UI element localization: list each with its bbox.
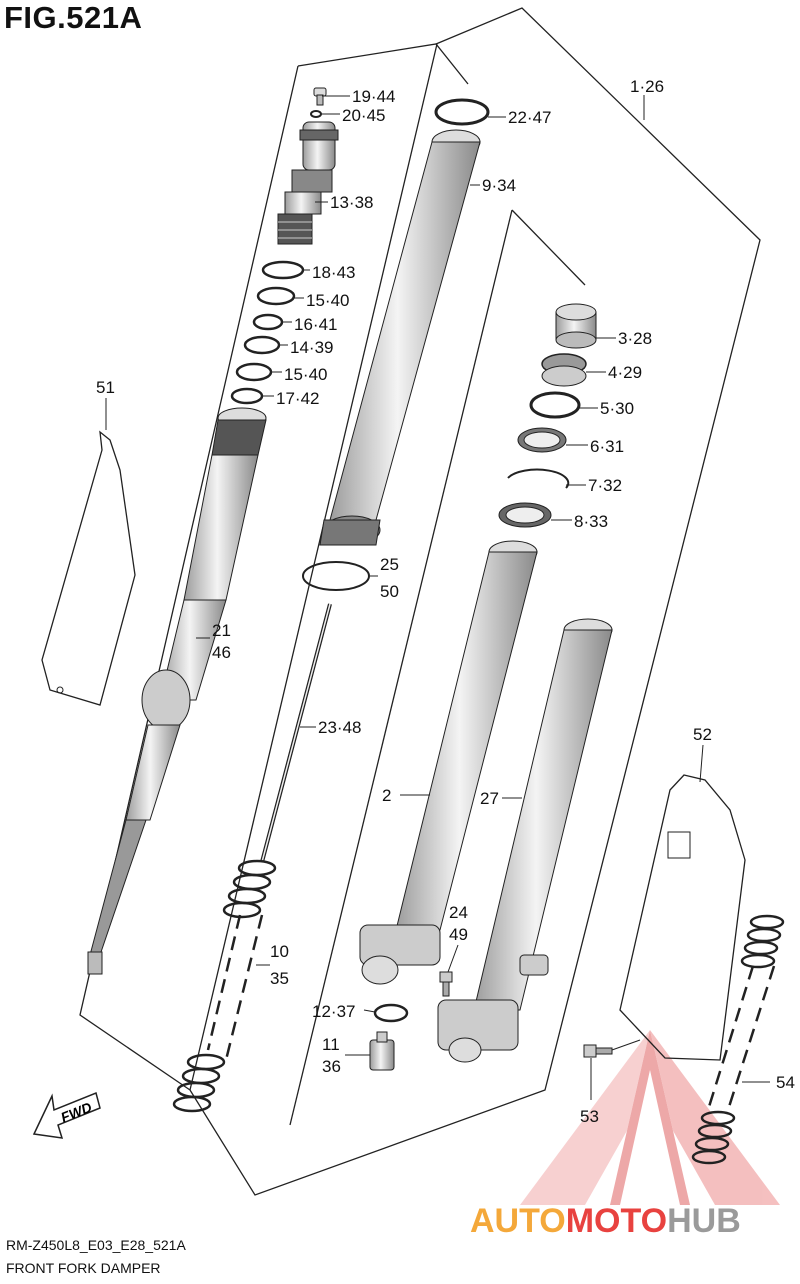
figure-title: FIG.521A bbox=[4, 0, 143, 35]
callout-4-29: 4·29 bbox=[608, 363, 642, 382]
part-bushings-3-8 bbox=[498, 303, 597, 528]
drawing-code: RM-Z450L8_E03_E28_521A bbox=[6, 1237, 186, 1253]
callout-52: 52 bbox=[693, 725, 712, 744]
callout-24: 24 bbox=[449, 903, 468, 922]
part-rod-23 bbox=[260, 603, 332, 863]
callout-7-32: 7·32 bbox=[588, 476, 622, 495]
part-spring-guide-25 bbox=[302, 561, 370, 591]
callout-1-26: 1·26 bbox=[630, 77, 664, 96]
callout-3-28: 3·28 bbox=[618, 329, 652, 348]
part-oring-12 bbox=[373, 1003, 409, 1023]
callout-20-45: 20·45 bbox=[342, 106, 385, 125]
part-bolt-19 bbox=[313, 87, 327, 106]
watermark-triangle-logo bbox=[520, 1030, 780, 1205]
part-valve-11 bbox=[369, 1031, 395, 1071]
part-outer-tube-27 bbox=[437, 618, 613, 1063]
callout-17-42: 17·42 bbox=[276, 389, 319, 408]
callout-19-44: 19·44 bbox=[352, 87, 395, 106]
callout-36: 36 bbox=[322, 1057, 341, 1076]
fwd-label: FWD bbox=[58, 1099, 94, 1126]
callout-23-48: 23·48 bbox=[318, 718, 361, 737]
part-base-valve-13 bbox=[277, 121, 339, 245]
callout-6-31: 6·31 bbox=[590, 437, 624, 456]
callout-27: 27 bbox=[480, 789, 499, 808]
callout-46: 46 bbox=[212, 643, 231, 662]
callout-54: 54 bbox=[776, 1073, 795, 1092]
watermark-hub: HUB bbox=[667, 1202, 741, 1240]
callout-50: 50 bbox=[380, 582, 399, 601]
callout-13-38: 13·38 bbox=[330, 193, 373, 212]
part-guard-52 bbox=[619, 774, 746, 1061]
callout-18-43: 18·43 bbox=[312, 263, 355, 282]
part-guard-51 bbox=[41, 430, 136, 706]
part-inner-tube-9 bbox=[319, 129, 481, 546]
watermark-text: AUTOMOTOHUB bbox=[470, 1202, 741, 1240]
fwd-arrow-icon: FWD bbox=[32, 1091, 101, 1139]
callout-15-40-a: 15·40 bbox=[306, 291, 349, 310]
callout-14-39: 14·39 bbox=[290, 338, 333, 357]
callout-51: 51 bbox=[96, 378, 115, 397]
callout-21: 21 bbox=[212, 621, 231, 640]
callout-22-47: 22·47 bbox=[508, 108, 551, 127]
callout-35: 35 bbox=[270, 969, 289, 988]
drawing-caption: FRONT FORK DAMPER bbox=[6, 1260, 161, 1276]
watermark-moto: MOTO bbox=[566, 1202, 667, 1240]
callout-11: 11 bbox=[322, 1035, 340, 1054]
callout-53: 53 bbox=[580, 1107, 599, 1126]
callout-49: 49 bbox=[449, 925, 468, 944]
part-spring-10 bbox=[172, 859, 277, 1113]
callout-25: 25 bbox=[380, 555, 399, 574]
part-oring-22 bbox=[434, 98, 490, 126]
callout-12-37: 12·37 bbox=[312, 1002, 355, 1021]
callout-16-41: 16·41 bbox=[294, 315, 337, 334]
watermark-auto: AUTO bbox=[470, 1202, 566, 1240]
part-bolt-53 bbox=[583, 1044, 613, 1058]
callout-8-33: 8·33 bbox=[574, 512, 608, 531]
part-cylinder-21 bbox=[87, 407, 267, 975]
callout-labels: 19·44 20·45 13·38 18·43 15·40 16·41 14·3… bbox=[96, 77, 795, 1126]
callout-9-34: 9·34 bbox=[482, 176, 516, 195]
callout-10: 10 bbox=[270, 942, 289, 961]
part-spring-54 bbox=[691, 914, 785, 1165]
part-outer-tube-2 bbox=[359, 540, 538, 985]
leader-lines bbox=[105, 95, 770, 1100]
callout-15-40-b: 15·40 bbox=[284, 365, 327, 384]
part-oring-20 bbox=[310, 110, 322, 118]
callout-5-30: 5·30 bbox=[600, 399, 634, 418]
part-bolt-24 bbox=[439, 971, 453, 997]
callout-2: 2 bbox=[382, 786, 391, 805]
